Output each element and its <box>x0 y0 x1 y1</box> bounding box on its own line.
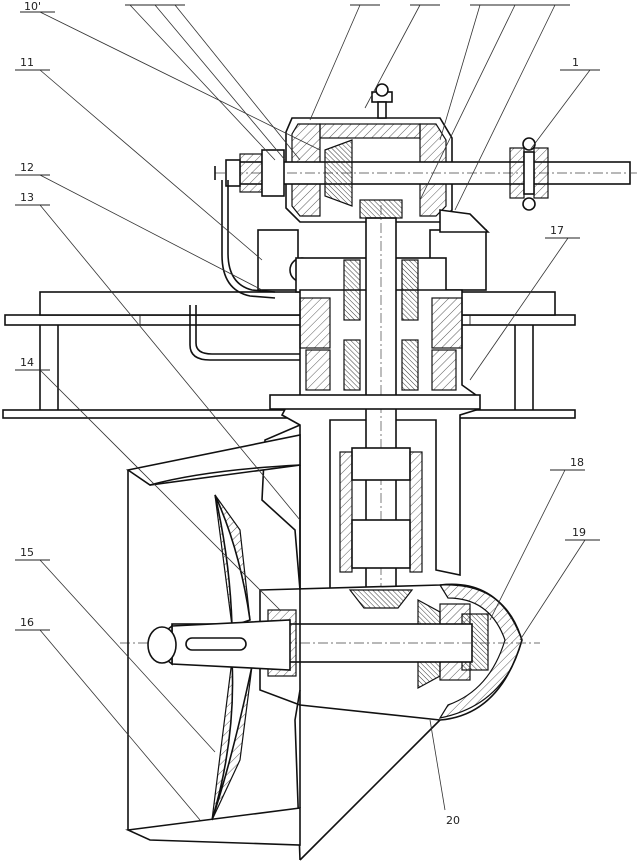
callout-14: 14 <box>20 356 34 369</box>
callout-15: 15 <box>20 546 34 559</box>
callout-17: 17 <box>550 224 564 237</box>
propeller <box>147 494 291 821</box>
callout-19: 19 <box>572 526 586 539</box>
callout-10: 10' <box>24 0 41 13</box>
callout-13: 13 <box>20 191 34 204</box>
lube-oil-pipe <box>189 180 300 361</box>
callout-20: 20 <box>446 814 460 827</box>
callout-11: 11 <box>20 56 34 69</box>
callout-12: 12 <box>20 161 34 174</box>
nozzle-duct <box>125 434 301 846</box>
callout-1: 1 <box>572 56 579 69</box>
callout-18: 18 <box>570 456 584 469</box>
callout-16: 16 <box>20 616 34 629</box>
callout-leader-lines <box>15 4 600 821</box>
vertical-column <box>269 199 481 650</box>
input-shaft-assembly <box>214 137 637 211</box>
